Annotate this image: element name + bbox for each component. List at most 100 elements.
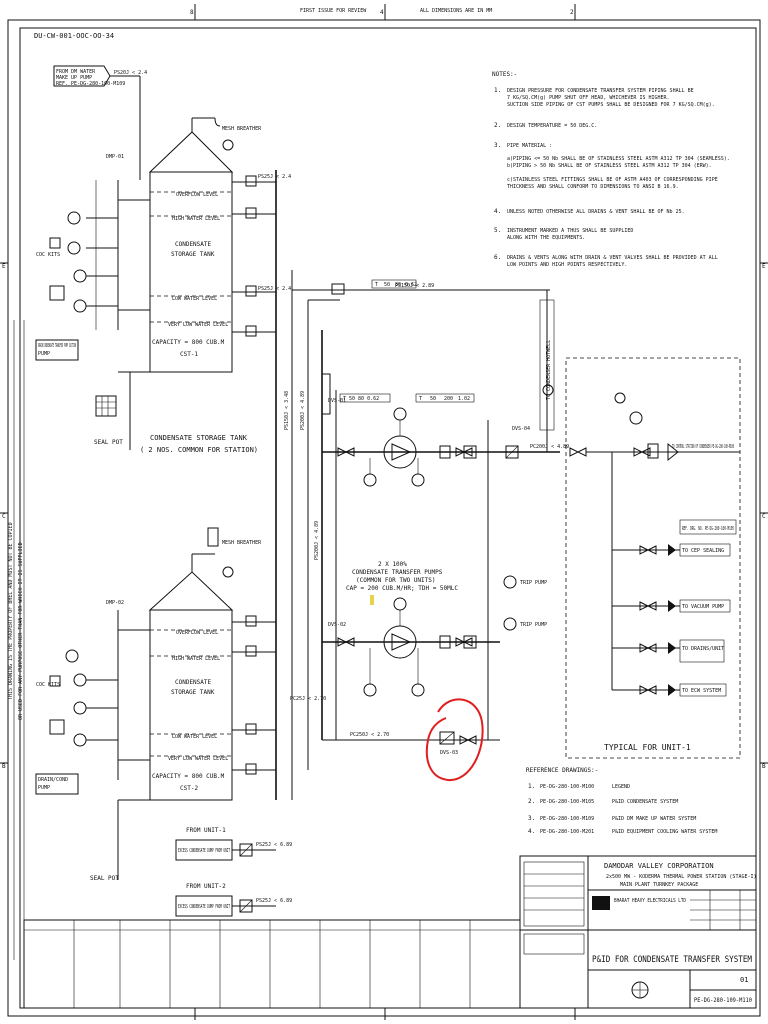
svg-text:50: 50: [384, 282, 390, 288]
svg-text:0.62: 0.62: [405, 282, 417, 288]
svg-text:PS150J < 2.89: PS150J < 2.89: [395, 283, 434, 289]
note-6-line-2: LOW POINTS AND HIGH POINTS RESPECTIVELY.: [507, 262, 627, 268]
svg-text:3.: 3.: [528, 815, 535, 822]
svg-text:TRIP PUMP: TRIP PUMP: [520, 580, 547, 586]
misc-tags: DVS-01 DVS-02 DVS-04 DMP-01 DMP-02 PC25J…: [106, 154, 530, 702]
svg-text:DVS-04: DVS-04: [512, 426, 530, 432]
highlight-annotation: DVS-03: [425, 698, 484, 782]
cst2-very-low-level: VERY LOW WATER LEVEL: [168, 756, 228, 762]
note-1-line-1: DESIGN PRESSURE FOR CONDENSATE TRANSFER …: [507, 88, 694, 94]
svg-text:4: 4: [380, 9, 384, 16]
svg-text:THIS DRAWING IS THE PROPERTY O: THIS DRAWING IS THE PROPERTY OF BHEL AND…: [8, 522, 14, 700]
note-2-num: 2.: [494, 122, 501, 129]
from-unit-2: FROM UNIT-2: [186, 883, 226, 890]
note-4-num: 4.: [494, 208, 501, 215]
cst1-drain-note: DRAIN/CONDENSATE TRANSFER PUMP SUCTION: [38, 343, 76, 349]
pump-2: TRIP PUMP TRIP PUMP: [363, 575, 547, 697]
svg-text:PC25J < 2.70: PC25J < 2.70: [290, 696, 326, 702]
note-6-num: 6.: [494, 254, 501, 261]
dest-1: TO CEP SEALING: [682, 548, 724, 554]
cst2-cockits: COC KITS: [36, 682, 60, 688]
svg-text:PE-DG-280-100-M109: PE-DG-280-100-M109: [540, 816, 594, 822]
svg-text:P&ID DM MAKE UP WATER SYSTEM: P&ID DM MAKE UP WATER SYSTEM: [612, 816, 696, 822]
dest-3: TO DRAINS/UNIT: [682, 646, 724, 652]
vertical-riser: TO CONDENSER HOTWELL: [539, 299, 555, 431]
cst2-overflow-level: OVERFLOW LEVEL: [176, 630, 218, 636]
svg-text:T: T: [375, 282, 378, 288]
note-5-line-2: ALONG WITH THE EQUIPMENTS.: [507, 235, 585, 241]
note-1-num: 1.: [494, 87, 501, 94]
svg-text:TO CONDENSER HOTWELL: TO CONDENSER HOTWELL: [546, 340, 552, 400]
cst1-mesh-breather: MESH BREATHER: [222, 126, 262, 132]
svg-text:1.: 1.: [528, 783, 535, 790]
seal-pot-2: SEAL POT: [90, 875, 119, 882]
header-mark-right: ALL DIMENSIONS ARE IN MM: [420, 8, 492, 14]
header-mark-left: FIRST ISSUE FOR REVIEW: [300, 8, 367, 14]
from-units-block: FROM UNIT-1 EXCESS CONDENSATE DUMP FROM …: [175, 827, 292, 917]
ref-title: REFERENCE DRAWINGS:-: [526, 767, 598, 774]
pump-1: [363, 407, 477, 487]
cst2-high-level: HIGH WATER LEVEL: [172, 656, 220, 662]
pipe-tag-dm: PS20J < 2.4: [114, 70, 147, 76]
unit-typical-block: TO CONTROL STATION OF CONDENSER PE-DG-28…: [565, 357, 741, 759]
svg-text:2: 2: [570, 9, 574, 16]
left-revision-strip: THIS DRAWING IS THE PROPERTY OF BHEL AND…: [8, 320, 25, 960]
pipe-tag-disch: PC250J < 2.70: [350, 732, 389, 738]
cst2-tag: CST-2: [180, 785, 198, 792]
from-unit-1-src: EXCESS CONDENSATE DUMP FROM UNIT: [178, 848, 230, 854]
seal-pot-1: SEAL POT: [94, 439, 123, 446]
cst1-very-low-level: VERY LOW WATER LEVEL: [168, 322, 228, 328]
cst2-label-1: CONDENSATE: [175, 679, 212, 686]
svg-text:PUMP: PUMP: [38, 785, 50, 791]
cst1-label-1: CONDENSATE: [175, 241, 212, 248]
svg-text:80: 80: [395, 282, 401, 288]
dest-2: TO VACUUM PUMP: [682, 604, 724, 610]
company-name: DAMODAR VALLEY CORPORATION: [604, 862, 714, 870]
svg-text:PS200J < 4.89: PS200J < 4.89: [300, 391, 306, 430]
svg-text:B: B: [762, 763, 766, 770]
note-3-line-1: PIPE MATERIAL :: [507, 143, 552, 149]
project-line-2: MAIN PLANT TURNKEY PACKAGE: [620, 882, 698, 888]
cst2-capacity: CAPACITY = 800 CUB.M: [152, 773, 225, 780]
cst1-capacity: CAPACITY = 800 CUB.M: [152, 339, 225, 346]
dest-4: TO ECW SYSTEM: [682, 688, 721, 694]
svg-text:P&ID CONDENSATE SYSTEM: P&ID CONDENSATE SYSTEM: [612, 799, 678, 805]
cst1-low-level: LOW WATER LEVEL: [172, 296, 217, 302]
svg-text:PS25J < 6.89: PS25J < 6.89: [256, 842, 292, 848]
svg-text:PE-DG-280-100-M201: PE-DG-280-100-M201: [540, 829, 594, 835]
svg-text:DVS-02: DVS-02: [328, 622, 346, 628]
svg-text:PE-DG-280-100-M100: PE-DG-280-100-M100: [540, 784, 594, 790]
svg-text:C: C: [2, 513, 6, 520]
drawing-ref-top: DU-CW-001-OOC-OO-34: [34, 32, 114, 40]
ref-drg-label: REF. DRG. NO. PE-DG-280-100-M105: [682, 526, 734, 532]
svg-text:4.: 4.: [528, 828, 535, 835]
pump-note-2: CONDENSATE TRANSFER PUMPS: [352, 569, 443, 576]
cst2-instruments: COC KITS DRAIN/COND PUMP SEAL POT: [35, 610, 150, 882]
dm-water-source: FROM DM WATER MAKE UP PUMP REF. PE-DG-28…: [53, 65, 147, 180]
make-up-ref-label: REF. PE-DG-280-100-M109: [56, 81, 125, 87]
valves: [337, 445, 587, 647]
revision: 01: [740, 976, 748, 984]
svg-text:P&ID EQUIPMENT COOLING WATER S: P&ID EQUIPMENT COOLING WATER SYSTEM: [612, 829, 717, 835]
from-unit-1: FROM UNIT-1: [186, 827, 226, 834]
note-3-line-3: b)PIPING > 50 Nb SHALL BE OF STAINLESS S…: [507, 163, 712, 169]
cst2-mesh-breather: MESH BREATHER: [222, 540, 262, 546]
svg-text:8: 8: [190, 9, 194, 16]
cst2-label-2: STORAGE TANK: [171, 689, 215, 696]
note-6-line-1: DRAINS & VENTS ALONG WITH DRAIN & VENT V…: [507, 255, 718, 261]
note-3-line-5: THICKNESS AND SHALL CONFORM TO DIMENSION…: [507, 184, 679, 190]
to-control-station: TO CONTROL STATION OF CONDENSER PE-DG-28…: [672, 444, 734, 450]
tank-cst-2: OVERFLOW LEVEL HIGH WATER LEVEL CONDENSA…: [148, 527, 276, 801]
from-unit-2-src: EXCESS CONDENSATE DUMP FROM UNIT: [178, 904, 230, 910]
cst1-tag: CST-1: [180, 351, 198, 358]
notes-title: NOTES:-: [492, 71, 517, 78]
svg-text:T: T: [419, 396, 422, 402]
svg-text:PS25J < 6.89: PS25J < 6.89: [256, 898, 292, 904]
svg-text:PE-DG-280-100-M105: PE-DG-280-100-M105: [540, 799, 594, 805]
contractor-name: BHARAT HEAVY ELECTRICALS LTD: [614, 898, 686, 904]
notes-block: NOTES:- 1. DESIGN PRESSURE FOR CONDENSAT…: [492, 71, 730, 268]
svg-text:B: B: [2, 763, 6, 770]
note-5-num: 5.: [494, 227, 501, 234]
svg-text:200: 200: [444, 396, 453, 402]
